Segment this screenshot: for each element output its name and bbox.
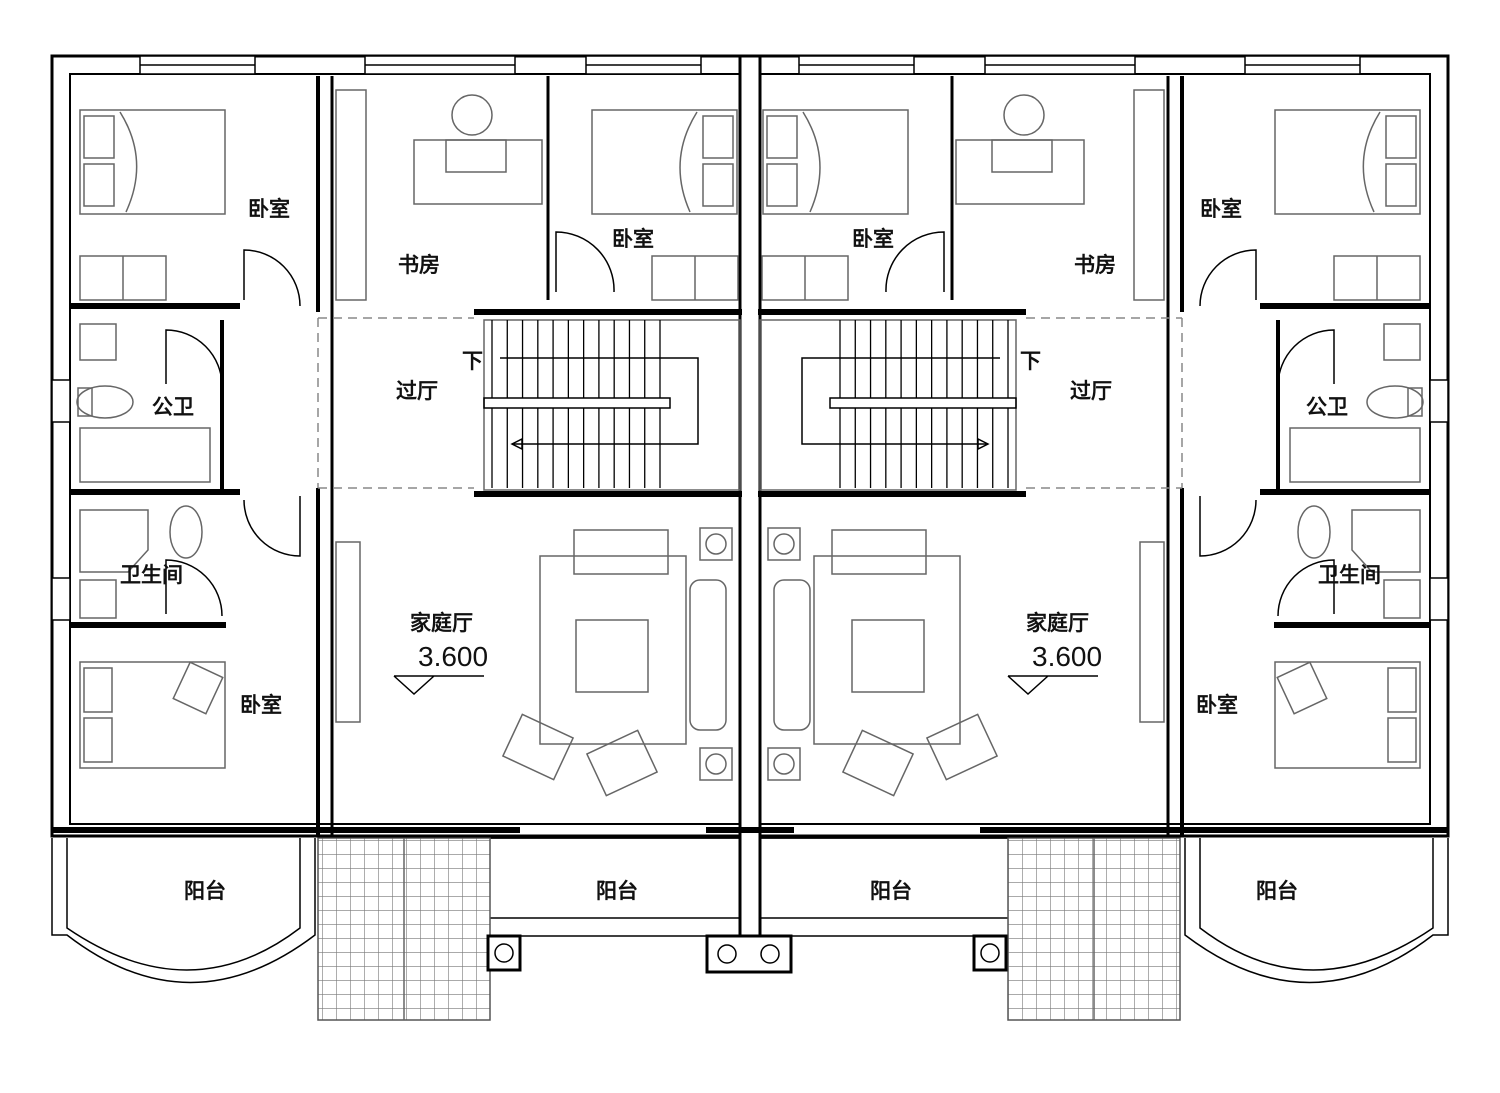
stair-right — [759, 319, 1017, 491]
elevation-marker-right: 3.600 — [1007, 641, 1102, 696]
wardrobes — [79, 255, 1421, 301]
study-desk-right — [955, 89, 1165, 301]
stair-left — [483, 319, 741, 491]
label-bathroom: 卫生间 — [120, 563, 183, 587]
label-balcony: 阳台 — [870, 879, 912, 903]
label-bathroom: 卫生间 — [1318, 563, 1381, 587]
label-bedroom: 卧室 — [240, 693, 282, 717]
drain-pipes — [486, 934, 1008, 974]
label-bedroom: 卧室 — [1200, 197, 1242, 221]
label-stair-down: 下 — [462, 349, 483, 373]
sofa-set-right — [767, 527, 1165, 797]
label-stair-down: 下 — [1020, 349, 1041, 373]
balcony-left-curved — [51, 838, 316, 984]
label-hall: 过厅 — [396, 379, 438, 403]
sofa-set-left — [335, 527, 733, 797]
walls — [50, 54, 1450, 938]
label-bedroom: 卧室 — [248, 197, 290, 221]
balcony-right-curved — [1184, 838, 1449, 984]
label-bedroom: 卧室 — [1196, 693, 1238, 717]
bed-top-center-left — [591, 109, 738, 215]
windows — [51, 55, 1449, 621]
bed-top-left — [79, 109, 226, 215]
label-family-room: 家庭厅 — [1026, 611, 1089, 635]
label-balcony: 阳台 — [1256, 879, 1298, 903]
bathroom-fixtures — [76, 323, 1424, 619]
label-study: 书房 — [1074, 253, 1116, 277]
bed-top-right — [1274, 109, 1421, 215]
label-public-bath: 公卫 — [152, 395, 194, 419]
label-balcony: 阳台 — [596, 879, 638, 903]
label-balcony: 阳台 — [184, 879, 226, 903]
bed-bottom-left — [79, 661, 226, 769]
room-labels: 卧室 书房 卧室 卧室 书房 卧室 公卫 过厅 过厅 公卫 下 下 卫生间 卫生… — [120, 197, 1381, 903]
elevation-label: 3.600 — [418, 641, 488, 672]
elevation-marker-left: 3.600 — [393, 641, 488, 696]
label-bedroom: 卧室 — [612, 227, 654, 251]
label-family-room: 家庭厅 — [410, 611, 473, 635]
label-public-bath: 公卫 — [1306, 395, 1348, 419]
bed-bottom-right — [1274, 661, 1421, 769]
doors — [165, 231, 1335, 617]
hall-dashed-lines — [317, 317, 1183, 489]
elevation-label: 3.600 — [1032, 641, 1102, 672]
label-bedroom: 卧室 — [852, 227, 894, 251]
bed-top-center-right — [762, 109, 909, 215]
label-hall: 过厅 — [1070, 379, 1112, 403]
label-study: 书房 — [398, 253, 440, 277]
study-desk-left — [335, 89, 543, 301]
